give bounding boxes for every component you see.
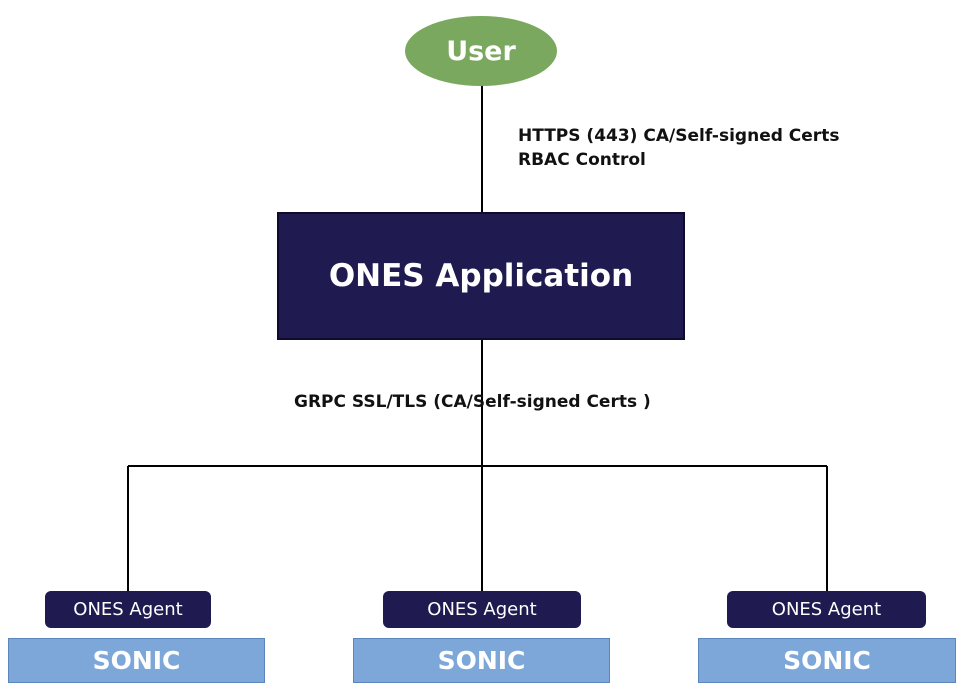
sonic-label: SONIC <box>92 646 181 675</box>
sonic-label: SONIC <box>437 646 526 675</box>
agent-node-right: ONES Agent <box>727 591 926 628</box>
ones-application-node: ONES Application <box>277 212 685 340</box>
agent-link-protocol: GRPC SSL/TLS (CA/Self-signed Certs ) <box>294 392 651 412</box>
user-node: User <box>405 16 557 86</box>
user-link-protocol: HTTPS (443) CA/Self-signed Certs <box>518 126 840 146</box>
agent-link-label: GRPC SSL/TLS (CA/Self-signed Certs ) <box>294 390 651 414</box>
agent-label: ONES Agent <box>771 599 882 620</box>
agent-label: ONES Agent <box>427 599 537 620</box>
agent-label: ONES Agent <box>73 599 183 620</box>
sonic-node-left: SONIC <box>8 638 265 683</box>
sonic-node-middle: SONIC <box>353 638 610 683</box>
sonic-node-right: SONIC <box>698 638 956 683</box>
user-label: User <box>446 35 516 67</box>
agent-node-left: ONES Agent <box>45 591 211 628</box>
sonic-label: SONIC <box>783 646 871 675</box>
agent-node-middle: ONES Agent <box>383 591 581 628</box>
user-link-access-control: RBAC Control <box>518 150 646 170</box>
application-label: ONES Application <box>328 258 634 294</box>
user-link-label: HTTPS (443) CA/Self-signed Certs RBAC Co… <box>518 124 839 172</box>
